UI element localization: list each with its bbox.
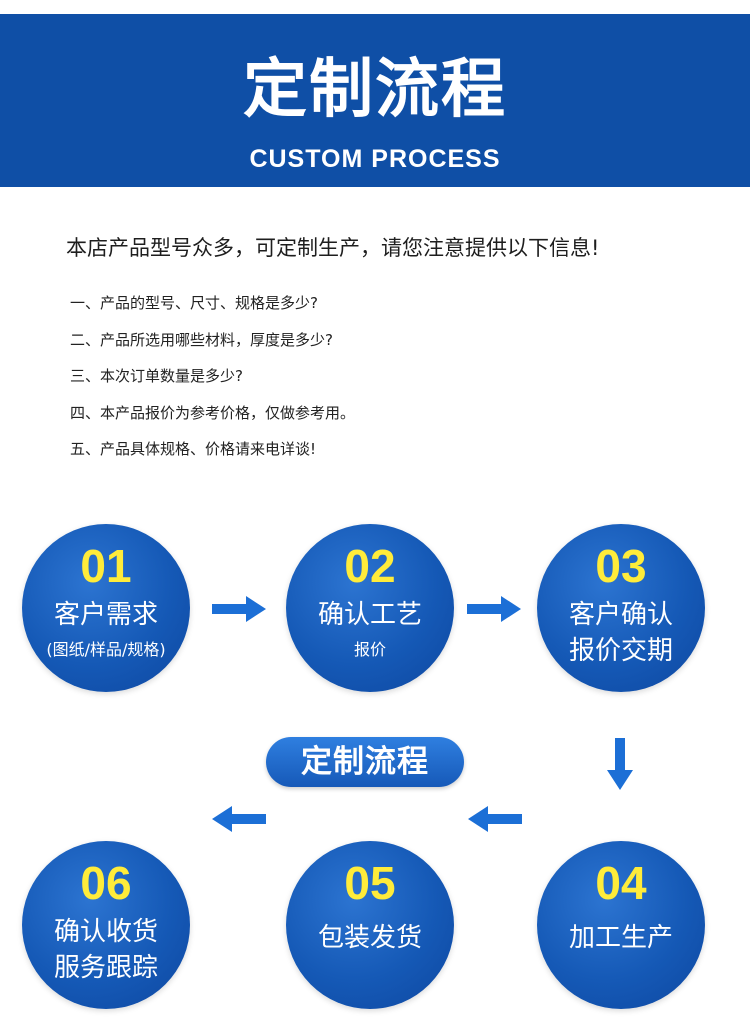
question-item: 一、产品的型号、尺寸、规格是多少? [70, 294, 318, 312]
step-number: 01 [80, 540, 132, 592]
step-number: 05 [344, 857, 396, 909]
step-title: 客户确认 [568, 600, 673, 630]
step-02-circle: 02 确认工艺 报价 [286, 524, 454, 692]
step-06-circle: 06 确认收货 服务跟踪 [22, 841, 190, 1009]
question-item: 四、本产品报价为参考价格，仅做参考用。 [70, 403, 356, 422]
question-list: 一、产品的型号、尺寸、规格是多少? 二、产品所选用哪些材料，厚度是多少? 三、本… [70, 290, 355, 473]
step-detail: 报价交期 [568, 636, 673, 666]
page-title: 定制流程 [243, 53, 507, 127]
step-number: 03 [595, 540, 647, 592]
arrow-left-icon [468, 806, 522, 832]
process-label-badge: 定制流程 [266, 737, 464, 787]
intro-text: 本店产品型号众多，可定制生产，请您注意提供以下信息! [66, 236, 600, 260]
page-subtitle: CUSTOM PROCESS [249, 145, 501, 173]
step-title: 确认收货 [53, 917, 158, 947]
step-detail: 服务跟踪 [53, 953, 158, 983]
step-05-circle: 05 包装发货 [286, 841, 454, 1009]
step-title: 客户需求 [53, 600, 158, 630]
step-detail: (图纸/样品/规格) [46, 640, 166, 659]
arrow-down-icon [607, 738, 633, 790]
step-title: 加工生产 [568, 923, 673, 953]
step-03-circle: 03 客户确认 报价交期 [537, 524, 705, 692]
step-number: 06 [80, 857, 132, 909]
question-item: 三、本次订单数量是多少? [70, 367, 243, 385]
step-detail: 报价 [353, 640, 386, 659]
header-banner: 定制流程 CUSTOM PROCESS [0, 14, 750, 187]
arrow-left-icon [212, 806, 266, 832]
question-item: 二、产品所选用哪些材料，厚度是多少? [70, 330, 333, 349]
question-item: 五、产品具体规格、价格请来电详谈! [70, 440, 317, 458]
arrow-right-icon [212, 596, 266, 622]
arrow-right-icon [467, 596, 521, 622]
step-04-circle: 04 加工生产 [537, 841, 705, 1009]
step-number: 04 [595, 857, 647, 909]
step-01-circle: 01 客户需求 (图纸/样品/规格) [22, 524, 190, 692]
step-number: 02 [344, 540, 396, 592]
step-title: 确认工艺 [317, 600, 422, 630]
step-title: 包装发货 [317, 923, 422, 953]
